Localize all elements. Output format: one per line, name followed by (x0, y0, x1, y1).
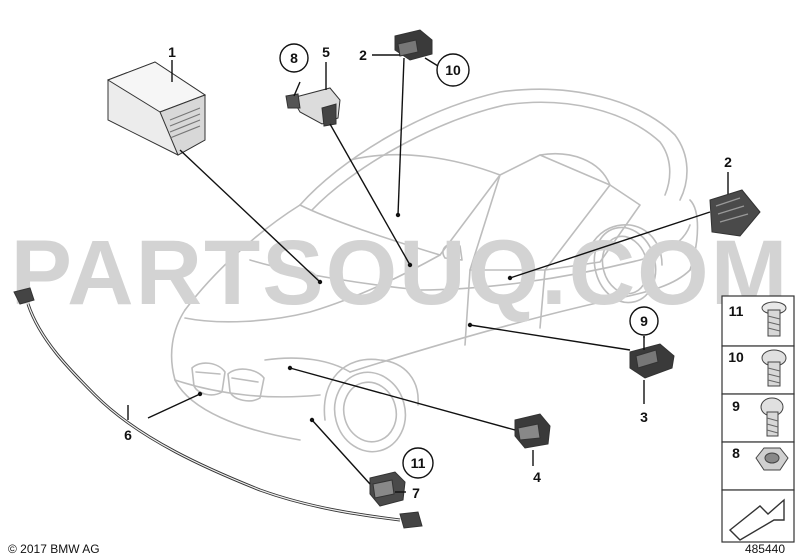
callout-2-right: 2 (724, 154, 732, 170)
callout-9: 9 (640, 313, 648, 329)
callout-circle (402, 447, 434, 479)
car-outline (170, 88, 699, 453)
legend-label-10: 10 (728, 349, 744, 365)
callout-circle (629, 306, 659, 336)
sensor-icon (514, 413, 551, 449)
legend-label-9: 9 (732, 398, 740, 414)
legend-label-11: 11 (729, 303, 744, 319)
callout-circle (436, 53, 470, 87)
callout-2-top: 2 (359, 47, 367, 63)
callout-11: 11 (411, 455, 426, 471)
control-unit-icon (106, 61, 207, 156)
bolt-icon (761, 349, 787, 387)
callout-circle (279, 43, 309, 73)
callout-4: 4 (533, 469, 541, 485)
callout-3: 3 (640, 409, 648, 425)
watermark-text: PARTSOUQ.COM (11, 222, 790, 324)
harness-icon (13, 287, 423, 529)
nut-icon (755, 447, 789, 471)
callout-10: 10 (445, 62, 461, 78)
callout-8: 8 (290, 50, 298, 66)
leader-lines (127, 54, 729, 493)
leader-dots (197, 212, 513, 423)
callout-7: 7 (412, 485, 420, 501)
sensor-icon (394, 29, 433, 61)
fastener-legend: 11 10 9 8 (721, 295, 795, 543)
bolt-icon (761, 301, 787, 337)
sensor-icon (629, 343, 675, 379)
sensor-icon (709, 189, 761, 237)
legend-label-8: 8 (732, 445, 740, 461)
bolt-icon (760, 397, 784, 437)
arrow-icon (728, 498, 785, 541)
diagram-number: 485440 (745, 542, 785, 556)
sensor-icon (285, 87, 341, 127)
callout-5: 5 (322, 44, 330, 60)
callout-1: 1 (168, 44, 176, 60)
sensor-icon (369, 471, 406, 507)
callout-6: 6 (124, 427, 132, 443)
copyright-text: © 2017 BMW AG (8, 542, 100, 556)
